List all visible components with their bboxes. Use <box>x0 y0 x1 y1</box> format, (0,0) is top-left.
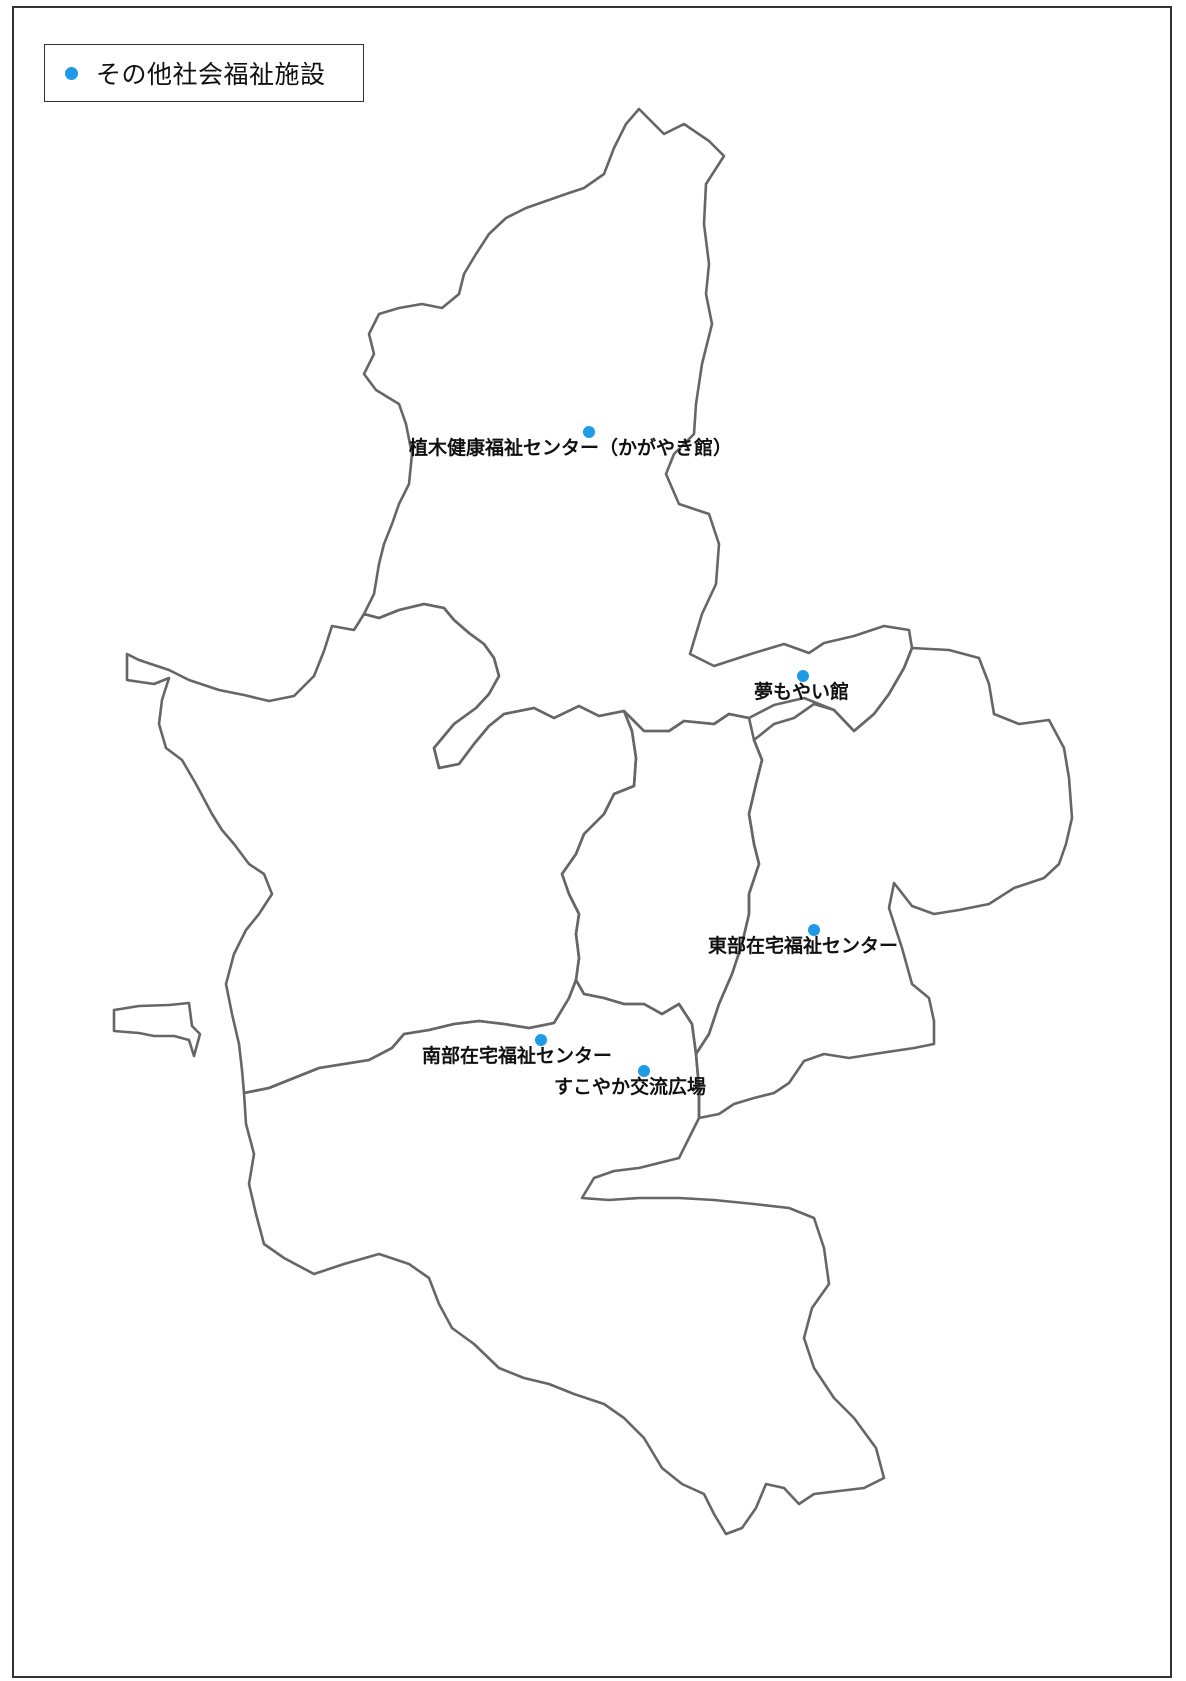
legend-label: その他社会福祉施設 <box>96 60 326 89</box>
facility-label: すこやか交流広場 <box>554 1075 706 1098</box>
facility-dot-icon <box>797 670 809 682</box>
map-frame: 植木健康福祉センター（かがやき館） 夢もやい館 東部在宅福祉センター 南部在宅福… <box>12 6 1172 1678</box>
facility-dot-icon <box>808 924 820 936</box>
facility-sukoyaka[interactable]: すこやか交流広場 <box>554 1065 706 1098</box>
facility-label: 夢もやい館 <box>754 680 849 703</box>
enclave-boundary-west <box>112 1001 202 1058</box>
district-boundary-east <box>694 646 1074 1120</box>
map-legend: その他社会福祉施設 <box>44 44 364 102</box>
district-boundary-west <box>125 602 638 1095</box>
district-boundary-central <box>560 709 764 1056</box>
district-boundary-south <box>242 978 886 1536</box>
facility-kagayaki[interactable]: 植木健康福祉センター（かがやき館） <box>409 426 732 459</box>
map-canvas: 植木健康福祉センター（かがやき館） 夢もやい館 東部在宅福祉センター 南部在宅福… <box>112 107 1074 1536</box>
facility-yumemoyai[interactable]: 夢もやい館 <box>754 670 849 703</box>
facility-dot-icon <box>65 66 78 80</box>
facility-dot-icon <box>535 1034 547 1046</box>
facility-label: 植木健康福祉センター（かがやき館） <box>409 436 732 459</box>
facility-tobu-zaitaku[interactable]: 東部在宅福祉センター <box>708 924 898 957</box>
facility-dot-icon <box>583 426 595 438</box>
facility-dot-icon <box>638 1065 650 1077</box>
facility-label: 東部在宅福祉センター <box>708 934 898 957</box>
facility-label: 南部在宅福祉センター <box>422 1044 612 1067</box>
facility-nanbu-zaitaku[interactable]: 南部在宅福祉センター <box>422 1034 612 1067</box>
